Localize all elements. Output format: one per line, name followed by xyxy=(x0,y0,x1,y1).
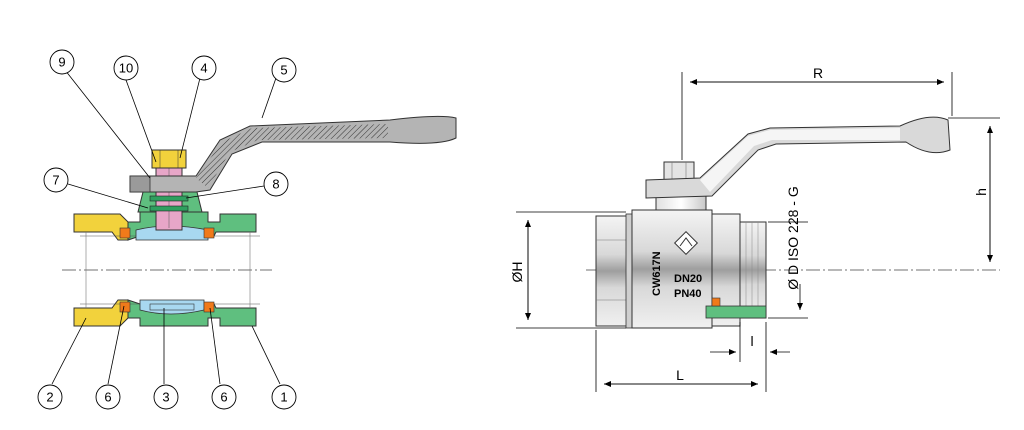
section-view: 9 10 4 5 7 8 2 6 xyxy=(37,49,457,410)
svg-text:5: 5 xyxy=(280,63,287,78)
callout-3: 3 xyxy=(153,384,179,410)
dim-h: h xyxy=(973,188,989,196)
callout-5: 5 xyxy=(271,57,297,83)
exterior-view: CW617N DN20 PN40 xyxy=(509,65,1000,392)
svg-text:10: 10 xyxy=(119,61,133,76)
dim-D: Ø D ISO 228 - G xyxy=(785,186,801,289)
callout-7: 7 xyxy=(43,167,69,193)
callout-9: 9 xyxy=(49,49,75,75)
material-marking: CW617N xyxy=(651,251,663,296)
svg-text:6: 6 xyxy=(220,390,227,405)
dim-L: L xyxy=(676,367,684,383)
o-ring-lower xyxy=(149,205,189,212)
pressure-marking: PN40 xyxy=(674,288,702,300)
seat-bottom-left xyxy=(119,301,131,313)
seat-bottom-right xyxy=(203,301,215,313)
size-marking: DN20 xyxy=(674,273,702,285)
svg-text:1: 1 xyxy=(280,390,287,405)
handle-clamp xyxy=(129,175,151,193)
handle-hatch xyxy=(196,124,388,188)
cutaway-seat xyxy=(711,297,721,307)
callout-4: 4 xyxy=(191,55,217,81)
ball-slot xyxy=(149,303,195,311)
o-ring-upper xyxy=(149,195,189,202)
callout-6-left: 6 xyxy=(95,384,121,410)
svg-text:7: 7 xyxy=(52,173,59,188)
left-end-nut-top xyxy=(73,213,129,241)
svg-text:2: 2 xyxy=(46,390,53,405)
callout-2: 2 xyxy=(37,384,63,410)
cutaway-body xyxy=(705,305,767,319)
callout-leaders xyxy=(51,69,281,385)
callout-6-right: 6 xyxy=(211,384,237,410)
handle-highlight xyxy=(700,128,900,192)
dim-H: ØH xyxy=(509,262,525,283)
dimension-lines xyxy=(516,72,1000,392)
svg-text:9: 9 xyxy=(58,55,65,70)
valve-body xyxy=(631,209,713,329)
svg-text:8: 8 xyxy=(272,177,279,192)
stem-nut xyxy=(151,149,187,169)
callout-1: 1 xyxy=(271,384,297,410)
left-hex-end xyxy=(595,215,631,327)
svg-text:4: 4 xyxy=(200,61,207,76)
callout-10: 10 xyxy=(113,55,139,81)
svg-text:3: 3 xyxy=(162,390,169,405)
right-threaded-end xyxy=(739,221,767,319)
dim-l: l xyxy=(750,333,753,349)
seat-top-left xyxy=(119,227,131,239)
seat-top-right xyxy=(203,227,215,239)
svg-text:6: 6 xyxy=(104,390,111,405)
dim-R: R xyxy=(813,65,823,81)
callout-8: 8 xyxy=(263,171,289,197)
handle-lever-right xyxy=(645,116,951,199)
brand-logo xyxy=(673,230,699,256)
left-hex-flange xyxy=(625,213,633,329)
